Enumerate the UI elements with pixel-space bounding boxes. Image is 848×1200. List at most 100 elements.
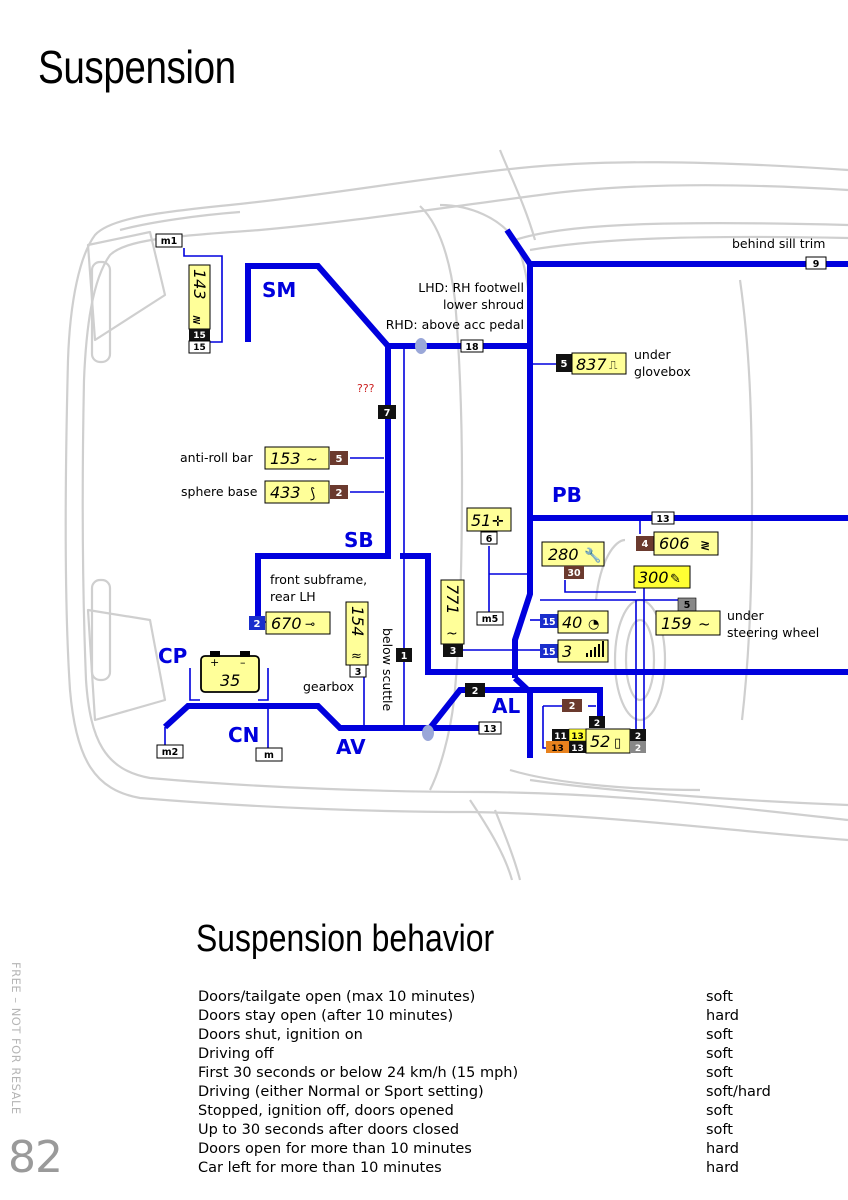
svg-text:≷: ≷ <box>700 538 710 552</box>
harness-label-cn: CN <box>228 723 259 747</box>
behavior-row: Driving (either Normal or Sport setting)… <box>198 1083 838 1102</box>
label-behind-sill: behind sill trim <box>732 236 825 251</box>
behavior-mode: hard <box>706 1141 739 1157</box>
connector-m: m <box>255 747 283 762</box>
component-280: 280 🔧 30 <box>541 541 605 579</box>
svg-text:2: 2 <box>472 686 479 697</box>
label-unknown: ??? <box>357 382 375 395</box>
connector-18: 18 <box>460 339 484 353</box>
harness-label-cp: CP <box>158 644 187 668</box>
svg-text:2: 2 <box>569 701 576 712</box>
svg-text:≷: ≷ <box>192 313 201 326</box>
component-35-battery: + – 35 <box>200 651 260 693</box>
connector-m1: m1 <box>155 233 183 248</box>
svg-text:⟆: ⟆ <box>310 486 315 502</box>
section-title: Suspension behavior <box>196 918 495 960</box>
svg-text:5: 5 <box>684 600 691 611</box>
components: 143 ≷ 15 15 5 837 ⎍ 153 ~ 5 433 ⟆ 2 2 67… <box>188 264 721 754</box>
behavior-row: Doors shut, ignition on soft <box>198 1026 838 1045</box>
component-670: 2 670 ⊸ <box>249 611 331 635</box>
behavior-condition: Doors/tailgate open (max 10 minutes) <box>198 989 476 1005</box>
svg-text:771: 771 <box>443 584 462 615</box>
connector-13-av: 13 <box>478 721 502 735</box>
behavior-row: Doors open for more than 10 minutes hard <box>198 1140 838 1159</box>
behavior-condition: Doors shut, ignition on <box>198 1027 363 1043</box>
svg-text:◔: ◔ <box>588 617 599 632</box>
behavior-condition: Up to 30 seconds after doors closed <box>198 1122 460 1138</box>
svg-text:m5: m5 <box>482 614 499 625</box>
behavior-mode: hard <box>706 1008 739 1024</box>
behavior-condition: Doors stay open (after 10 minutes) <box>198 1008 454 1024</box>
svg-text:51: 51 <box>471 511 491 530</box>
svg-text:13: 13 <box>551 744 564 754</box>
svg-text:15: 15 <box>193 331 206 341</box>
svg-text:~: ~ <box>698 615 711 633</box>
behavior-mode: soft <box>706 1122 733 1138</box>
label-under-glovebox-2: glovebox <box>634 364 691 379</box>
svg-text:15: 15 <box>542 617 555 628</box>
component-433: 433 ⟆ 2 <box>264 480 348 504</box>
behavior-row: Up to 30 seconds after doors closed soft <box>198 1121 838 1140</box>
svg-text:m1: m1 <box>161 236 178 247</box>
connector-1: 1 <box>396 648 412 662</box>
label-under-glovebox-1: under <box>634 347 671 362</box>
component-153: 153 ~ 5 <box>264 446 348 470</box>
component-51: 51 ✛ <box>466 507 512 532</box>
svg-text:3: 3 <box>450 646 457 657</box>
behavior-condition: Driving off <box>198 1046 274 1062</box>
svg-text:2: 2 <box>635 732 641 742</box>
behavior-mode: soft <box>706 1103 733 1119</box>
connector-13-pb: 13 <box>651 511 675 525</box>
svg-text:m2: m2 <box>162 747 179 758</box>
behavior-condition: Doors open for more than 10 minutes <box>198 1141 472 1157</box>
svg-text:–: – <box>240 656 246 669</box>
connector-m5: m5 <box>476 611 504 626</box>
svg-text:5: 5 <box>561 359 568 370</box>
harness-label-pb: PB <box>552 483 582 507</box>
svg-text:⊸: ⊸ <box>305 617 315 631</box>
behavior-mode: soft <box>706 1027 733 1043</box>
label-gearbox: gearbox <box>303 679 354 694</box>
svg-text:2: 2 <box>254 619 261 630</box>
component-3: 15 3 <box>540 639 609 663</box>
svg-text:433: 433 <box>270 483 301 502</box>
svg-text:+: + <box>210 656 219 669</box>
thin-wires <box>164 248 686 749</box>
behavior-condition: Driving (either Normal or Sport setting) <box>198 1084 484 1100</box>
svg-text:3: 3 <box>355 667 362 678</box>
behavior-row: Doors stay open (after 10 minutes) hard <box>198 1007 838 1026</box>
page-title: Suspension <box>38 41 236 93</box>
component-154: 154 ≈ <box>345 601 369 666</box>
label-below-scuttle: below scuttle <box>380 628 395 712</box>
svg-text:3: 3 <box>562 642 572 661</box>
harness-label-av: AV <box>336 735 366 759</box>
svg-text:11: 11 <box>554 732 567 742</box>
svg-text:4: 4 <box>642 539 649 550</box>
svg-text:▯: ▯ <box>614 736 621 751</box>
behavior-condition: Stopped, ignition off, doors opened <box>198 1103 454 1119</box>
connector-5-grey: 5 <box>677 597 697 612</box>
connectors: m1 9 18 13 13 m2 m m5 6 3 7 1 2 5 2 <box>155 233 827 762</box>
behavior-mode: hard <box>706 1160 739 1176</box>
svg-text:143: 143 <box>190 269 209 300</box>
svg-text:35: 35 <box>220 671 240 690</box>
svg-text:153: 153 <box>270 449 301 468</box>
svg-text:837: 837 <box>576 355 607 374</box>
connector-3: 3 <box>349 664 367 678</box>
behavior-mode: soft <box>706 989 733 1005</box>
component-300: 300 ✎ <box>633 565 691 589</box>
svg-text:15: 15 <box>193 343 206 353</box>
svg-text:280: 280 <box>548 545 579 564</box>
svg-text:606: 606 <box>659 534 690 553</box>
svg-text:⎍: ⎍ <box>609 358 618 372</box>
svg-text:≈: ≈ <box>351 649 362 664</box>
behavior-condition: First 30 seconds or below 24 km/h (15 mp… <box>198 1065 519 1081</box>
behavior-row: First 30 seconds or below 24 km/h (15 mp… <box>198 1064 838 1083</box>
label-anti-roll: anti-roll bar <box>180 450 253 465</box>
svg-text:7: 7 <box>384 408 391 419</box>
component-606: 4 606 ≷ <box>636 531 719 556</box>
behavior-row: Stopped, ignition off, doors opened soft <box>198 1102 838 1121</box>
connector-2-al: 2 <box>465 683 485 697</box>
component-52: 11 13 13 13 52 ▯ 2 2 2 <box>546 716 646 754</box>
